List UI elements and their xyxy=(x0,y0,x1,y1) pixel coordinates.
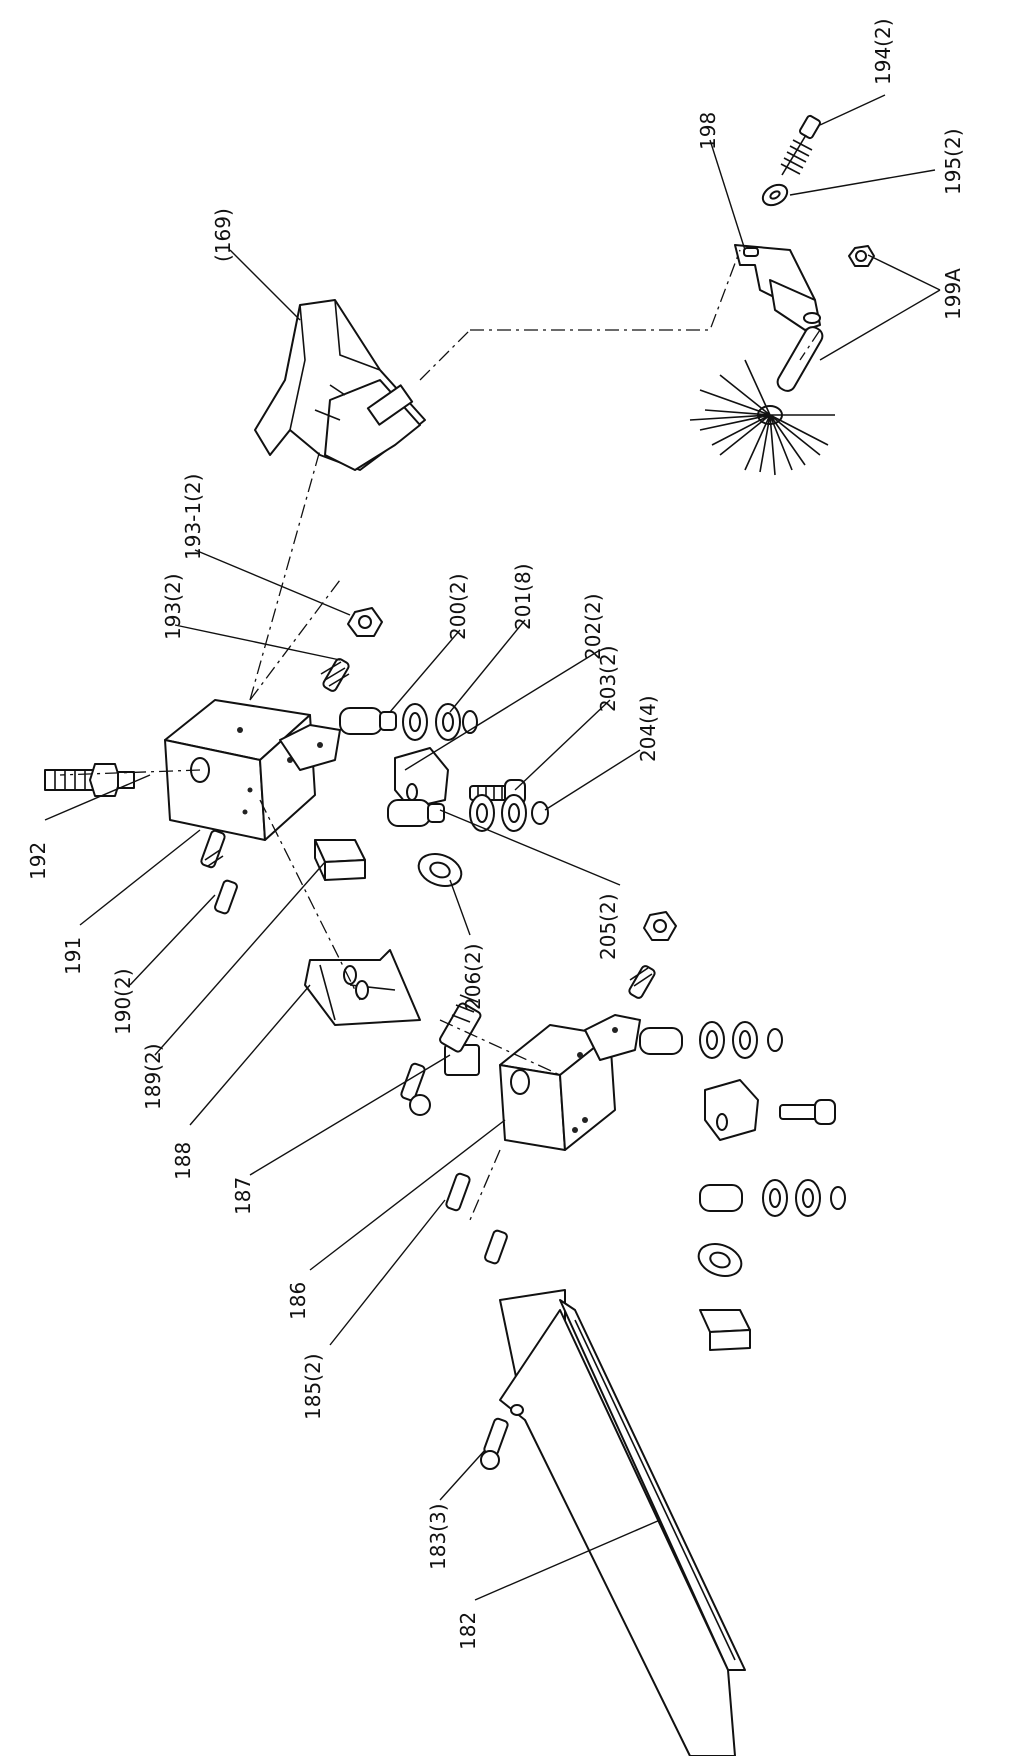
part-201-bearing-upper xyxy=(402,703,478,741)
label-189-2: 189(2) xyxy=(141,1043,165,1110)
part-lower-setscrew xyxy=(628,965,656,999)
part-199A-brush xyxy=(689,326,835,476)
part-202-block xyxy=(394,747,449,809)
label-198: 198 xyxy=(696,112,720,150)
part-199A-nut xyxy=(848,245,875,267)
leader-lines xyxy=(44,94,941,1601)
label-200-2: 200(2) xyxy=(446,573,470,640)
part-192-nipple xyxy=(44,763,135,797)
part-lower-shaft-upper xyxy=(639,1021,783,1059)
label-193-2: 193(2) xyxy=(161,573,185,640)
part-182-rail xyxy=(499,1289,746,1756)
chain-lines xyxy=(59,249,821,1221)
label-185-2: 185(2) xyxy=(301,1353,325,1420)
part-191-block xyxy=(164,699,341,841)
label-190-2: 190(2) xyxy=(111,968,135,1035)
label-188: 188 xyxy=(171,1142,195,1180)
part-193-setscrew xyxy=(320,658,350,692)
label-202-2: 202(2) xyxy=(581,593,605,660)
part-190-screws xyxy=(200,829,238,915)
part-169-cover xyxy=(254,299,426,471)
label-199A: 199A xyxy=(941,268,965,320)
part-188-screw xyxy=(400,1062,431,1116)
part-206-bearing xyxy=(417,853,463,887)
part-189-pad xyxy=(314,839,366,881)
part-201-bearing-lower xyxy=(469,794,549,832)
part-205-shaft xyxy=(387,799,445,827)
label-205-2: 205(2) xyxy=(596,893,620,960)
part-193-1-nut xyxy=(347,607,383,637)
part-194-screw xyxy=(780,114,821,176)
labels: (169) 198 194(2) 195(2) 199A 193-1(2) 19… xyxy=(26,18,965,1650)
label-187: 187 xyxy=(231,1177,255,1215)
label-182: 182 xyxy=(456,1612,480,1650)
part-200-shaft-upper xyxy=(339,707,397,735)
label-193-1-2: 193-1(2) xyxy=(181,474,205,560)
label-203-2: 203(2) xyxy=(596,645,620,712)
label-191: 191 xyxy=(61,937,85,975)
part-183-screw xyxy=(480,1417,509,1470)
part-195-washer xyxy=(761,183,789,207)
label-192: 192 xyxy=(26,842,50,880)
part-lower-shaft-lower xyxy=(699,1179,846,1217)
label-204-4: 204(4) xyxy=(636,695,660,762)
label-183-3: 183(3) xyxy=(426,1503,450,1570)
label-194-2: 194(2) xyxy=(871,18,895,85)
label-201-8: 201(8) xyxy=(511,563,535,630)
part-lower-pad xyxy=(699,1309,751,1351)
part-185-screws xyxy=(445,1172,508,1265)
label-195-2: 195(2) xyxy=(941,128,965,195)
label-206-2: 206(2) xyxy=(461,943,485,1010)
part-186-block xyxy=(499,1014,641,1151)
part-lower-nut xyxy=(643,911,677,941)
part-198-bracket xyxy=(734,244,821,331)
part-lower-bearing xyxy=(697,1243,743,1277)
label-186: 186 xyxy=(286,1282,310,1320)
part-188-plate xyxy=(304,949,421,1026)
part-lower-block xyxy=(704,1079,836,1141)
label-169: (169) xyxy=(211,208,235,262)
